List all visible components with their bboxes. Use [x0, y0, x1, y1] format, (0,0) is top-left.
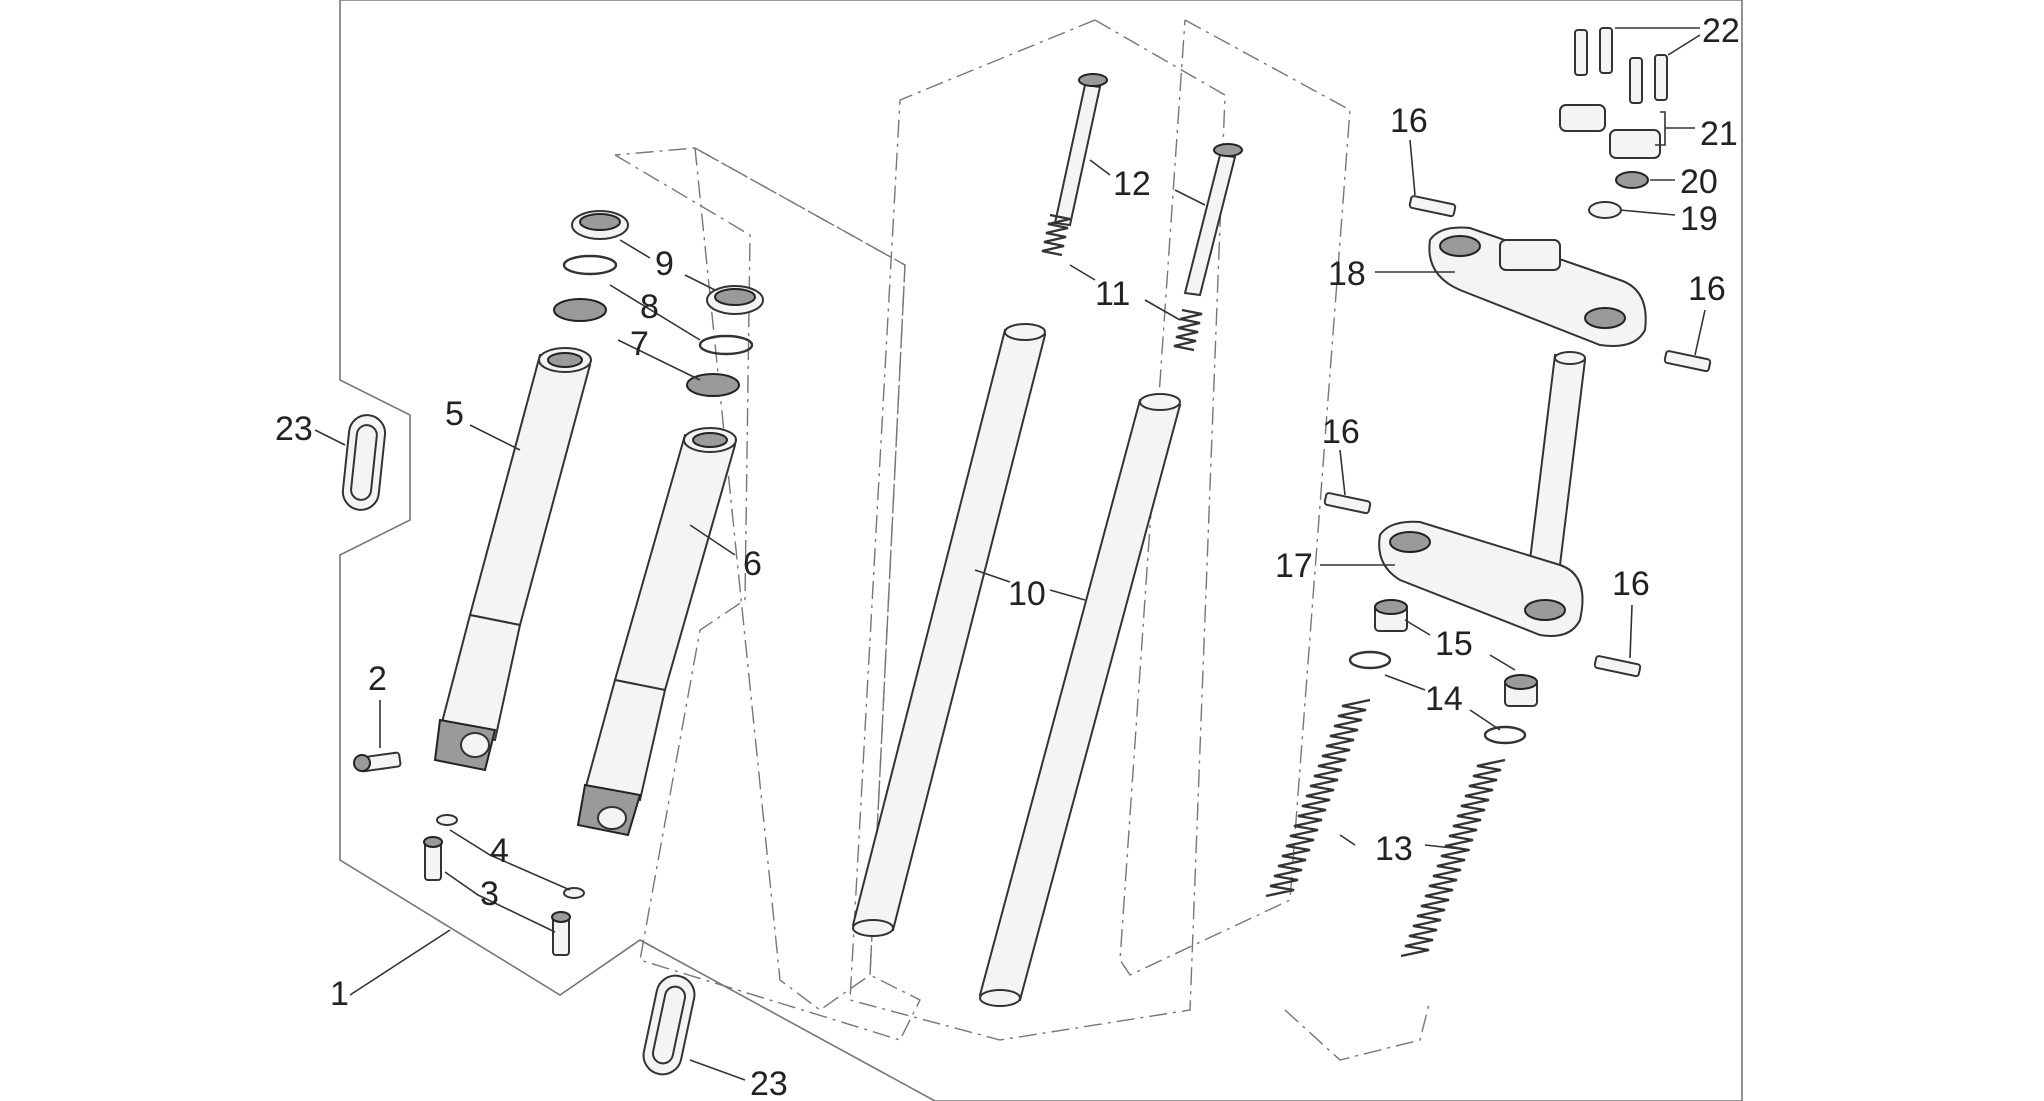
part-17-lower-clamp	[1378, 351, 1587, 637]
part-21-handlebar-clamp-a	[1559, 104, 1606, 132]
callout-15: 15	[1435, 625, 1473, 663]
callout-18: 18	[1328, 255, 1366, 293]
part-16-bolt-c	[1323, 492, 1372, 515]
callout-17: 17	[1275, 547, 1313, 585]
group-box-tubes-inner	[1119, 19, 1351, 976]
part-18-upper-clamp	[1428, 226, 1647, 347]
callout-13: 13	[1375, 830, 1413, 868]
callout-7: 7	[630, 325, 649, 363]
group-box-inner	[694, 147, 906, 1011]
part-19-nut	[1588, 201, 1622, 219]
callout-19: 19	[1680, 200, 1718, 238]
callout-23-bottom: 23	[750, 1065, 788, 1101]
assembly-frame	[339, 0, 1743, 1101]
part-23-grommet-left	[341, 414, 387, 511]
part-15-cap-right	[1504, 674, 1538, 707]
part-14-oring-right	[1483, 725, 1527, 745]
callout-8: 8	[640, 288, 659, 326]
part-10-tube-right	[978, 393, 1182, 1007]
callout-16-bottom: 16	[1612, 565, 1650, 603]
part-13-spring-left	[1265, 698, 1371, 898]
part-6-fork-leg-right	[576, 427, 737, 837]
callout-9: 9	[655, 245, 674, 283]
part-23-grommet-bottom	[642, 974, 696, 1076]
part-7-oil-seal-left	[553, 298, 607, 322]
part-8-clip-right	[698, 334, 754, 356]
callout-14: 14	[1425, 680, 1463, 718]
part-16-bolt-b	[1663, 350, 1712, 373]
callout-6: 6	[743, 545, 762, 583]
part-5-fork-leg-left	[433, 347, 592, 772]
part-4-washer-left	[436, 814, 458, 826]
part-9-dust-seal-left	[571, 210, 629, 240]
part-4-washer-right	[563, 887, 585, 899]
callout-16-top: 16	[1390, 102, 1428, 140]
part-12-rod-right	[1183, 143, 1243, 297]
part-2-bolt	[353, 751, 402, 773]
group-box-stanchions	[614, 147, 921, 1041]
leader-lines	[314, 27, 1706, 1081]
part-3-bolt-left	[423, 836, 443, 881]
callout-16-right: 16	[1688, 270, 1726, 308]
part-9-dust-seal-right	[706, 285, 764, 315]
callout-10: 10	[1008, 575, 1046, 613]
part-3-bolt-right	[551, 911, 571, 956]
callout-11: 11	[1095, 275, 1130, 313]
callout-21: 21	[1700, 115, 1738, 153]
group-box-tubes	[849, 19, 1226, 1041]
callout-16-mid: 16	[1322, 413, 1360, 451]
part-22-bolts	[1574, 27, 1668, 104]
part-10-tube-left	[851, 323, 1047, 937]
part-21-handlebar-clamp-b	[1609, 129, 1661, 159]
callout-3: 3	[480, 875, 499, 913]
part-20-washer	[1615, 171, 1649, 189]
part-8-clip-left	[562, 254, 618, 276]
callout-20: 20	[1680, 163, 1718, 201]
part-15-cap-left	[1374, 599, 1408, 632]
part-16-bolt-d	[1593, 655, 1642, 678]
part-12-rod-left	[1053, 73, 1108, 227]
callout-2: 2	[368, 660, 387, 698]
callout-12: 12	[1113, 165, 1151, 203]
callout-5: 5	[445, 395, 464, 433]
group-box-springs	[1284, 999, 1431, 1061]
part-11-spring-left	[1041, 213, 1071, 257]
part-13-spring-right	[1400, 758, 1506, 958]
part-14-oring-left	[1348, 650, 1392, 670]
callout-4: 4	[490, 832, 509, 870]
callout-23-left: 23	[275, 410, 313, 448]
callout-1: 1	[330, 975, 349, 1013]
part-11-spring-right	[1173, 308, 1203, 352]
callout-22: 22	[1702, 12, 1740, 50]
part-16-bolt-a	[1408, 195, 1457, 218]
